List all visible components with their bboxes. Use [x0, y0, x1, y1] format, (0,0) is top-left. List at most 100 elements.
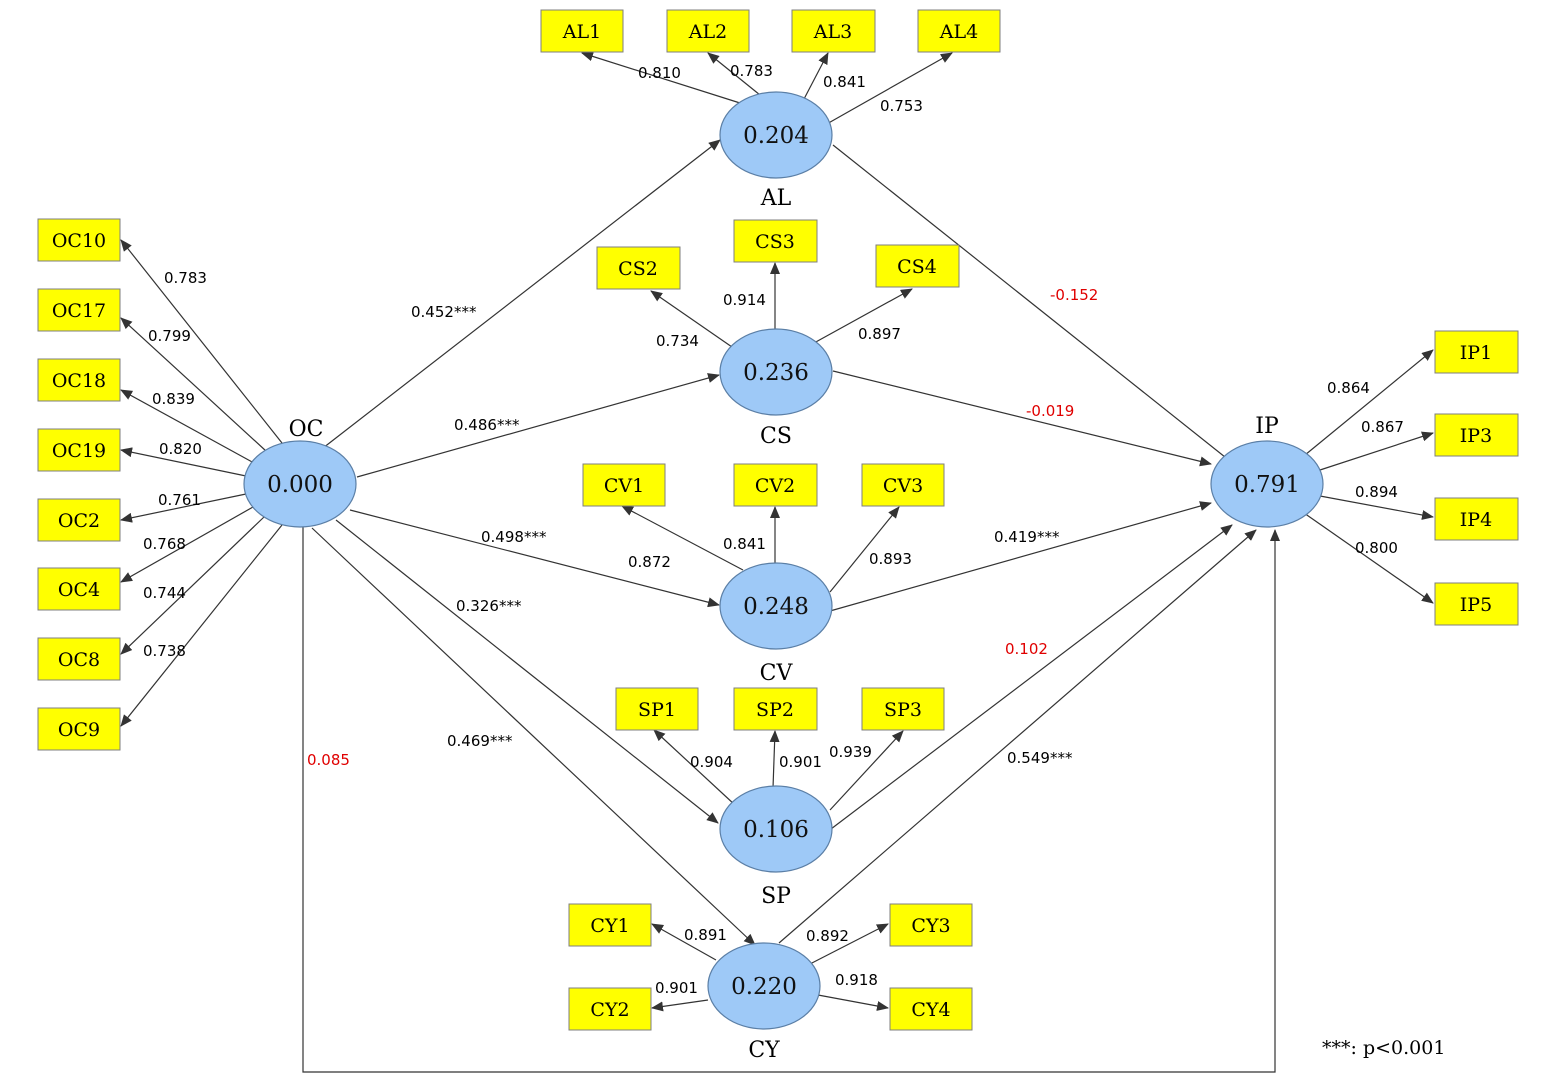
- indicator-ip1: IP1: [1434, 330, 1519, 374]
- latent-al-label: AL: [760, 186, 792, 211]
- loading-sp3: 0.939: [829, 743, 872, 761]
- loading-ip5: 0.800: [1355, 539, 1398, 557]
- loading-al1: 0.810: [638, 64, 681, 82]
- svg-text:SP3: SP3: [884, 699, 922, 721]
- path-cy-ip: [778, 529, 1257, 944]
- path-label-oc-sp: 0.326***: [456, 597, 522, 615]
- indicator-ip5: IP5: [1434, 582, 1519, 626]
- svg-text:CV3: CV3: [883, 475, 923, 497]
- edge-cy-cy1: [651, 923, 717, 961]
- path-label-oc-cs: 0.486***: [454, 416, 520, 434]
- path-label-cs-ip: -0.019: [1026, 402, 1074, 420]
- svg-text:AL1: AL1: [562, 21, 601, 43]
- path-oc-sp: [335, 519, 719, 824]
- edge-cv-cv3: [829, 506, 900, 593]
- svg-text:AL4: AL4: [939, 21, 978, 43]
- svg-text:CY4: CY4: [911, 999, 950, 1021]
- indicator-cy2: CY2: [568, 987, 652, 1031]
- edge-cs-cs2: [650, 290, 733, 348]
- loading-oc10: 0.783: [164, 269, 207, 287]
- edge-oc-oc8: [120, 516, 265, 655]
- latent-cv: 0.248 CV: [719, 562, 833, 686]
- edge-cy-cy2: [651, 999, 709, 1012]
- loading-oc8: 0.744: [143, 584, 186, 602]
- loading-sp1: 0.904: [690, 753, 733, 771]
- latent-sp-label: SP: [761, 884, 791, 909]
- path-label-oc-cv: 0.498***: [481, 528, 547, 546]
- loading-cy2: 0.901: [655, 979, 698, 997]
- edge-oc-oc18: [120, 389, 255, 464]
- loading-cs4: 0.897: [858, 325, 901, 343]
- svg-text:SP1: SP1: [638, 699, 676, 721]
- edges: [120, 51, 1434, 1073]
- loading-cy3: 0.892: [806, 927, 849, 945]
- latent-ip-r2: 0.791: [1234, 472, 1300, 498]
- loading-oc19: 0.820: [159, 440, 202, 458]
- edge-sp-sp2: [769, 730, 780, 789]
- svg-text:CV2: CV2: [755, 475, 795, 497]
- path-label-oc-al: 0.452***: [411, 303, 477, 321]
- svg-text:AL2: AL2: [688, 21, 727, 43]
- latent-sp: 0.106 SP: [719, 785, 833, 909]
- svg-text:CY3: CY3: [911, 915, 950, 937]
- path-sp-ip: [830, 524, 1233, 830]
- indicator-cy1: CY1: [568, 903, 652, 947]
- path-cv-ip: [829, 501, 1212, 612]
- edge-cy-cy3: [807, 923, 889, 966]
- edge-al-al4: [824, 52, 953, 126]
- latent-sp-r2: 0.106: [743, 817, 809, 843]
- svg-text:OC9: OC9: [58, 719, 100, 741]
- svg-text:IP3: IP3: [1460, 425, 1492, 447]
- latent-oc: 0.000 OC: [243, 417, 357, 528]
- edge-oc-oc9: [120, 524, 283, 727]
- latent-cy-label: CY: [748, 1038, 780, 1063]
- edge-oc-oc2: [120, 493, 247, 523]
- path-oc-ip: [302, 527, 1280, 1073]
- edge-oc-oc17: [120, 317, 267, 452]
- svg-text:CY1: CY1: [590, 915, 629, 937]
- indicator-oc17: OC17: [37, 288, 121, 332]
- svg-text:OC19: OC19: [52, 440, 106, 462]
- loading-cv3: 0.893: [869, 550, 912, 568]
- indicator-cs3: CS3: [733, 219, 818, 263]
- loading-ip4: 0.894: [1355, 483, 1398, 501]
- indicator-oc9: OC9: [37, 707, 121, 751]
- indicator-oc10: OC10: [37, 218, 121, 262]
- indicator-sp1: SP1: [615, 687, 699, 731]
- svg-text:SP2: SP2: [756, 699, 794, 721]
- svg-text:CS2: CS2: [618, 258, 658, 280]
- svg-text:IP4: IP4: [1460, 509, 1492, 531]
- path-al-ip: [832, 144, 1236, 466]
- indicator-sp2: SP2: [733, 687, 818, 731]
- loading-al3: 0.841: [823, 73, 866, 91]
- indicator-al3: AL3: [791, 9, 876, 53]
- svg-text:OC4: OC4: [58, 579, 100, 601]
- edge-al-al3: [803, 52, 829, 100]
- indicator-cs4: CS4: [875, 244, 960, 288]
- path-oc-al: [322, 139, 721, 449]
- path-oc-cy: [311, 527, 756, 946]
- svg-text:IP5: IP5: [1460, 594, 1492, 616]
- svg-text:OC18: OC18: [52, 370, 106, 392]
- path-label-cv-ip: 0.419***: [994, 528, 1060, 546]
- indicator-oc8: OC8: [37, 637, 121, 681]
- loading-cs3: 0.914: [723, 291, 766, 309]
- svg-text:CS3: CS3: [755, 231, 795, 253]
- indicator-oc19: OC19: [37, 428, 121, 472]
- edge-cv-cv1: [621, 505, 744, 571]
- edge-ip-ip5: [1303, 512, 1434, 604]
- indicator-cv2: CV2: [733, 463, 818, 507]
- loading-cv1: 0.872: [628, 553, 671, 571]
- edge-cs-cs4: [813, 288, 913, 344]
- indicator-cv3: CV3: [861, 463, 945, 507]
- path-label-oc-ip: 0.085: [307, 751, 350, 769]
- latent-cs: 0.236 CS: [719, 328, 833, 449]
- svg-text:OC8: OC8: [58, 649, 100, 671]
- path-oc-cs: [356, 373, 720, 478]
- indicator-sp3: SP3: [861, 687, 945, 731]
- loading-al2: 0.783: [730, 62, 773, 80]
- edge-oc-oc4: [120, 506, 254, 583]
- path-label-sp-ip: 0.102: [1005, 640, 1048, 658]
- latent-al: 0.204 AL: [719, 91, 833, 211]
